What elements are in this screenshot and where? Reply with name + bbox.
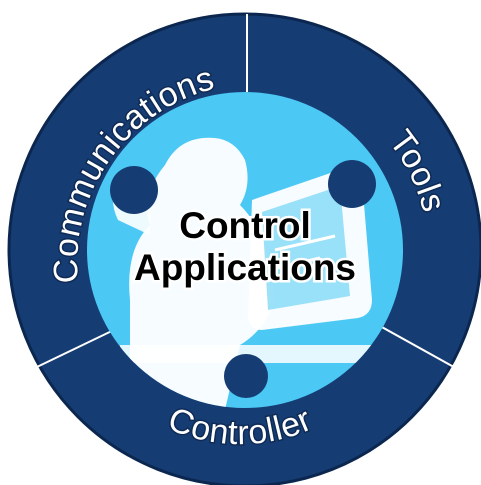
center-label-line1: Control	[179, 205, 311, 246]
puzzle-knob-bottom	[224, 354, 268, 398]
puzzle-knob-right	[328, 160, 376, 208]
puzzle-knob-left	[110, 166, 158, 214]
divider-left	[13, 327, 119, 379]
center-label-line2: Applications	[134, 247, 356, 288]
person-at-computer-icon	[113, 137, 403, 408]
divider-right	[379, 325, 471, 377]
